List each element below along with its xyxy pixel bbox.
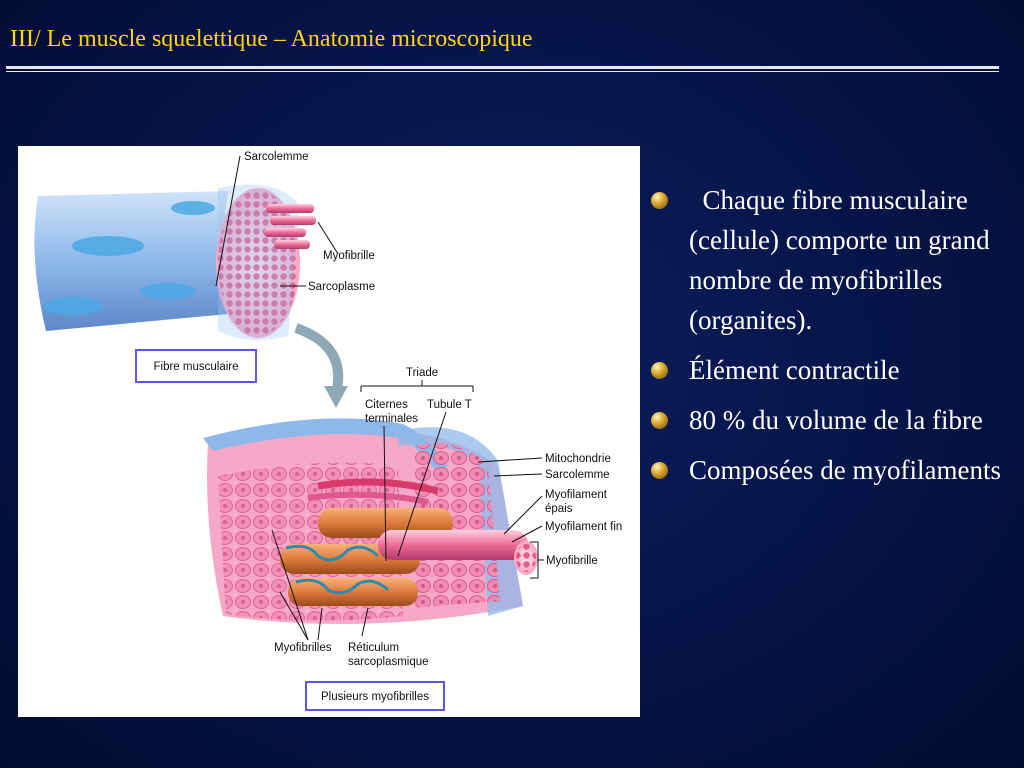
label-reticulum-1: Réticulum (348, 642, 399, 654)
myofibril-rods-bottom (280, 478, 538, 606)
bullet-item: Chaque fibre musculaire (cellule) compor… (651, 180, 1021, 340)
bullet-sphere-icon (651, 362, 668, 379)
zoom-arrow (294, 323, 344, 396)
bullet-sphere-icon (651, 412, 668, 429)
bullet-text: 80 % du volume de la fibre (689, 405, 983, 435)
bullet-item: 80 % du volume de la fibre (651, 400, 1021, 440)
label-myofibrille-bottom: Myofibrille (546, 555, 598, 567)
muscle-diagram-svg: Sarcolemme Myofibrille Sarcoplasme Fibre… (34, 151, 622, 711)
label-fibre-musculaire: Fibre musculaire (154, 361, 239, 373)
label-myofilament-epais-2: épais (545, 503, 573, 515)
label-citernes-2: terminales (365, 413, 418, 425)
label-sarcoplasme: Sarcoplasme (308, 281, 375, 293)
fiber-bottom (203, 418, 538, 624)
label-plusieurs-myofibrilles: Plusieurs myofibrilles (321, 691, 429, 703)
label-sarcolemme-top: Sarcolemme (244, 151, 309, 163)
bullet-text: Composées de myofilaments (689, 455, 1001, 485)
bullet-sphere-icon (651, 192, 668, 209)
fibre-musculaire-box (135, 349, 257, 383)
bullet-text: Chaque fibre musculaire (cellule) compor… (689, 185, 997, 335)
fiber-top (34, 184, 316, 340)
label-sarcolemme-bottom: Sarcolemme (545, 469, 610, 481)
plusieurs-myofibrilles-box (305, 681, 445, 711)
label-myofibrille-top: Myofibrille (323, 250, 375, 262)
muscle-fiber-illustration: Sarcolemme Myofibrille Sarcoplasme Fibre… (18, 146, 640, 717)
label-tubule-t: Tubule T (427, 399, 472, 411)
myofibril-rods-top (264, 204, 316, 249)
title-divider (6, 66, 999, 69)
label-reticulum-2: sarcoplasmique (348, 656, 429, 668)
slide-title: III/ Le muscle squelettique – Anatomie m… (10, 26, 533, 52)
bullet-text: Élément contractile (689, 355, 900, 385)
title-divider-thin (6, 71, 999, 72)
label-myofibrilles: Myofibrilles (274, 642, 332, 654)
bullet-list: Chaque fibre musculaire (cellule) compor… (651, 180, 1021, 500)
label-triade: Triade (406, 367, 438, 379)
label-mitochondrie: Mitochondrie (545, 453, 611, 465)
bullet-item: Élément contractile (651, 350, 1021, 390)
label-citernes-1: Citernes (365, 399, 408, 411)
bullet-item: Composées de myofilaments (651, 450, 1021, 490)
label-myofilament-epais-1: Myofilament (545, 489, 608, 501)
label-myofilament-fin: Myofilament fin (545, 521, 622, 533)
bullet-sphere-icon (651, 462, 668, 479)
